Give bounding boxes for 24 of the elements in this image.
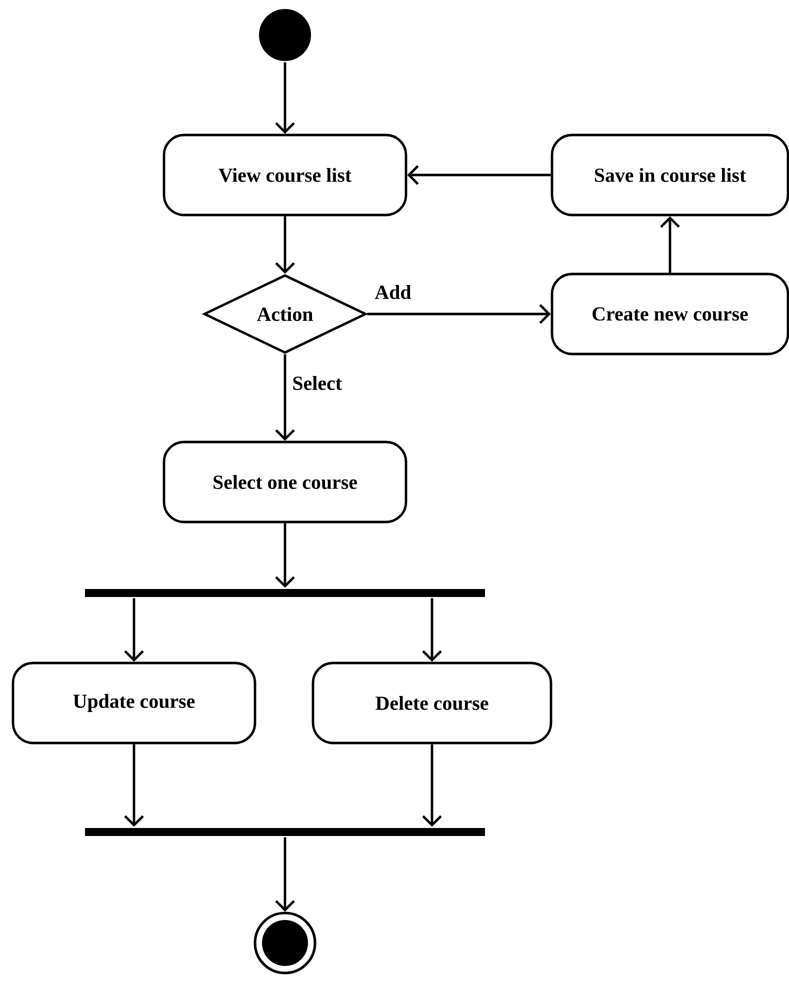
activity-box: Select one course <box>162 440 408 524</box>
arrow <box>422 598 442 662</box>
activity-box: Delete course <box>312 662 552 744</box>
arrow <box>124 598 144 662</box>
arrow <box>275 62 295 134</box>
arrow <box>275 354 295 441</box>
activity-box: Create new course <box>550 272 789 356</box>
activity-box: View course list <box>162 134 408 216</box>
arrow <box>660 216 680 273</box>
arrow <box>422 744 442 827</box>
edge-label: Add <box>374 284 412 300</box>
arrow <box>124 744 144 827</box>
arrow <box>367 304 551 324</box>
final-node <box>254 912 316 974</box>
arrow <box>275 837 295 912</box>
initial-node <box>259 9 311 61</box>
sync-bar <box>85 589 485 597</box>
sync-bar <box>85 828 485 836</box>
arrow <box>275 216 295 274</box>
arrow <box>407 165 551 185</box>
activity-box: Update course <box>12 662 256 744</box>
activity-box: Save in course list <box>550 134 789 216</box>
edge-label: Select <box>291 375 343 392</box>
arrow <box>275 523 295 588</box>
